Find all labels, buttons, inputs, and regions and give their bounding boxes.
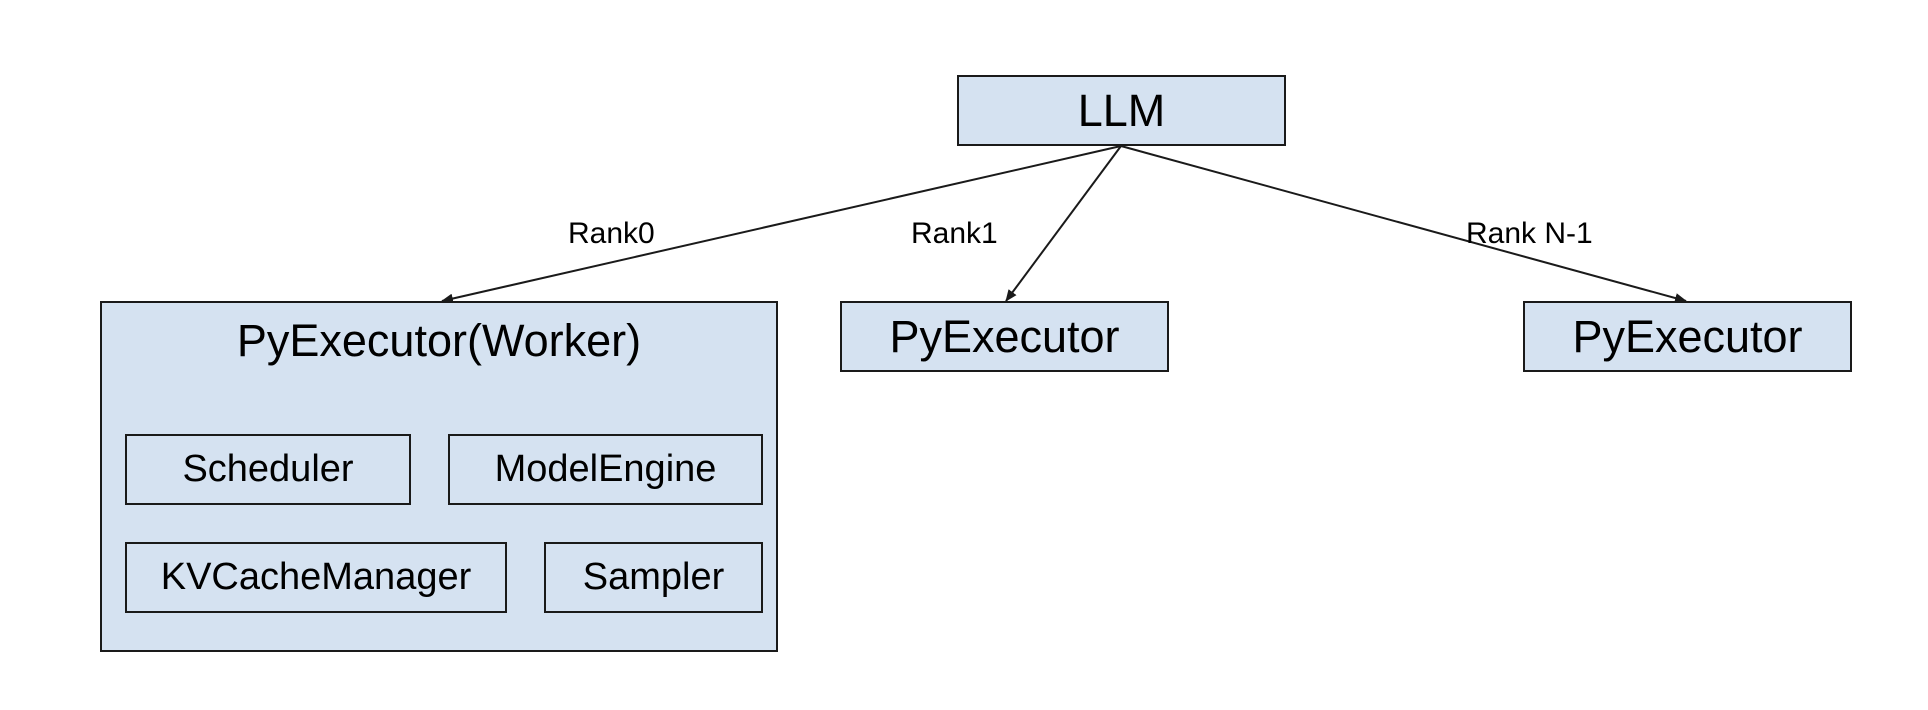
executor-rank1-label: PyExecutor	[889, 310, 1120, 362]
kv-cache-manager-component: KVCacheManager	[125, 542, 507, 613]
scheduler-label: Scheduler	[182, 448, 354, 490]
executor-rank-n1-node: PyExecutor	[1523, 301, 1852, 372]
edge-label-rank1: Rank1	[911, 217, 998, 250]
llm-node: LLM	[957, 75, 1286, 146]
sampler-component: Sampler	[544, 542, 763, 613]
kv-cache-manager-label: KVCacheManager	[160, 556, 472, 598]
sampler-label: Sampler	[582, 556, 725, 598]
executor-rank-n1-label: PyExecutor	[1572, 310, 1803, 362]
model-engine-label: ModelEngine	[494, 448, 717, 490]
edge-rank0-arrow	[441, 145, 1122, 304]
scheduler-component: Scheduler	[125, 434, 411, 505]
edge-rank1-arrow	[1005, 145, 1122, 302]
llm-node-label: LLM	[1077, 84, 1166, 136]
executor-rank1-node: PyExecutor	[840, 301, 1169, 372]
model-engine-component: ModelEngine	[448, 434, 763, 505]
worker-executor-title: PyExecutor(Worker)	[236, 315, 642, 366]
edge-label-rank0: Rank0	[568, 217, 655, 250]
edge-label-rank-n1: Rank N-1	[1466, 217, 1593, 250]
edge-rank-n1-arrow	[1120, 145, 1687, 303]
